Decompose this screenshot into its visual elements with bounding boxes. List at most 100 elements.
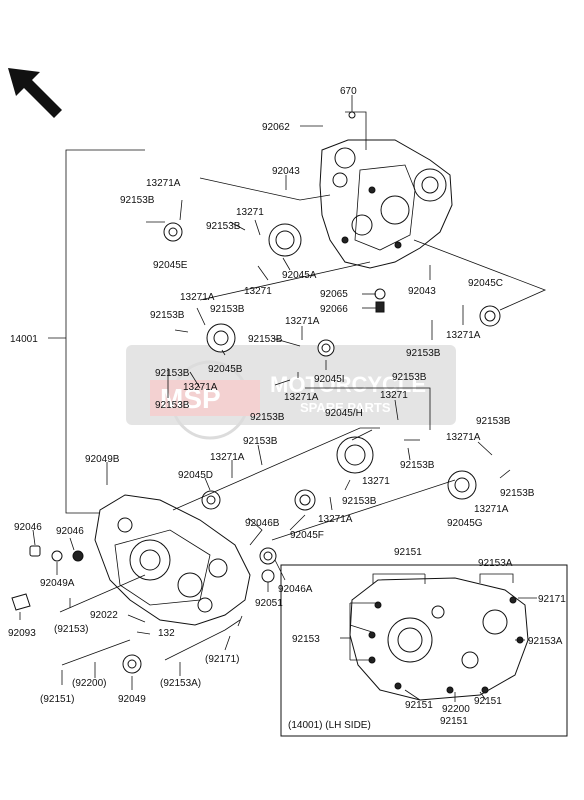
label-92049: 92049 [118, 694, 146, 705]
inset-lh-side: (14001) (LH SIDE) [280, 564, 568, 737]
bearing-92045I [317, 339, 335, 357]
label-92153B-k: 92153B [476, 416, 511, 427]
inset-caption: (14001) (LH SIDE) [288, 720, 371, 731]
label-13271A-j: 13271A [318, 514, 353, 525]
label-92046A: 92046A [278, 584, 313, 595]
label-92051: 92051 [255, 598, 283, 609]
label-92045I: 92045I [314, 374, 345, 385]
inset-label-92153A-b: 92153A [528, 636, 563, 647]
label-13271A-h: 13271A [474, 504, 509, 515]
seal-92051 [261, 569, 275, 583]
oring-670 [348, 111, 356, 119]
label-13271A-d: 13271A [285, 316, 320, 327]
inset-label-92151-b: 92151 [405, 700, 433, 711]
label-13271A-b: 13271A [446, 330, 481, 341]
label-13271A-f: 13271A [284, 392, 319, 403]
inset-label-92153: 92153 [292, 634, 320, 645]
bearing-92045B [206, 323, 236, 353]
bearing-92045D [201, 490, 221, 510]
bracket-14001 [48, 149, 145, 514]
inset-label-92151-d: 92151 [440, 716, 468, 727]
seal-92049 [122, 654, 142, 674]
bearing-92045H [336, 436, 374, 474]
label-92153B-n: 92153B [342, 496, 377, 507]
inset-leader-lines [340, 573, 537, 702]
label-92153B-c: 92153B [210, 304, 245, 315]
label-92153B-a: 92153B [120, 195, 155, 206]
plug-92046 [29, 545, 41, 557]
label-92045A: 92045A [282, 270, 317, 281]
watermark: MSP MOTORCYCLE SPARE PARTS [126, 345, 456, 440]
label-92153B-top: 92153B [392, 372, 427, 383]
label-92153B-j: 92153B [400, 460, 435, 471]
inset-label-92200: 92200 [442, 704, 470, 715]
label-92153B-h: 92153B [155, 400, 190, 411]
part-labels: 670 92062 92043 13271A 92153B 13271 9215… [8, 86, 535, 705]
label-13271A-a: 13271A [146, 178, 181, 189]
label-132: 132 [158, 628, 175, 639]
label-92200-paren: (92200) [72, 678, 106, 689]
bearing-92045F [294, 489, 316, 511]
label-13271A-g: 13271A [446, 432, 481, 443]
bearing-92045A [268, 223, 302, 257]
label-92153B-g: 92153B [155, 368, 190, 379]
label-13271-a: 13271 [236, 207, 264, 218]
label-92153-paren: (92153) [54, 624, 88, 635]
label-92093: 92093 [8, 628, 36, 639]
label-92045D: 92045D [178, 470, 213, 481]
label-92171-paren: (92171) [205, 654, 239, 665]
label-92153A-paren: (92153A) [160, 678, 201, 689]
label-92062: 92062 [262, 122, 290, 133]
inset-label-92171: 92171 [538, 594, 566, 605]
inset-label-92151-a: 92151 [394, 547, 422, 558]
bearing-92045G [447, 470, 477, 500]
label-92043-a: 92043 [272, 166, 300, 177]
washer-92065 [374, 288, 386, 300]
inset-labels: 92151 92153A 92171 92153 92153A 92151 92… [292, 547, 566, 727]
label-13271A-c: 13271A [180, 292, 215, 303]
label-92153B-f: 92153B [248, 334, 283, 345]
label-92066: 92066 [320, 304, 348, 315]
label-92153B-b: 92153B [206, 221, 241, 232]
label-92045C: 92045C [468, 278, 503, 289]
left-crankcase-half [94, 494, 251, 626]
label-92153B-l: 92153B [500, 488, 535, 499]
label-92153B-i: 92153B [250, 412, 285, 423]
label-92046B: 92046B [245, 518, 280, 529]
label-92049A: 92049A [40, 578, 75, 589]
label-92045E: 92045E [153, 260, 188, 271]
label-14001: 14001 [10, 334, 38, 345]
bearing-92045E [163, 222, 183, 242]
label-670: 670 [340, 86, 357, 97]
label-13271A-e: 13271A [183, 382, 218, 393]
watermark-subtext: SPARE PARTS [300, 400, 391, 415]
watermark-logo: MSP [160, 383, 221, 414]
label-92065: 92065 [320, 289, 348, 300]
right-crankcase-half [319, 139, 453, 269]
label-13271-c: 13271 [380, 390, 408, 401]
label-92151-paren: (92151) [40, 694, 74, 705]
label-92046-a: 92046 [14, 522, 42, 533]
label-13271-b: 13271 [244, 286, 272, 297]
cap-92093 [11, 593, 31, 611]
label-92046-b: 92046 [56, 526, 84, 537]
label-92045H: 92045/H [325, 408, 363, 419]
front-direction-arrow-icon [8, 68, 62, 118]
leader-lines [19, 95, 547, 690]
bolt-92066 [375, 301, 385, 313]
inset-label-92153A-a: 92153A [478, 558, 513, 569]
label-13271A-i: 13271A [210, 452, 245, 463]
label-92043-b: 92043 [408, 286, 436, 297]
label-92153B-d: 92153B [406, 348, 441, 359]
label-92045G: 92045G [447, 518, 483, 529]
label-92153B-m: 92153B [243, 436, 278, 447]
label-92045B: 92045B [208, 364, 243, 375]
label-92049B: 92049B [85, 454, 120, 465]
inset-label-92151-c: 92151 [474, 696, 502, 707]
washer-92049A [51, 550, 63, 562]
bearing-92045C [479, 305, 501, 327]
label-92045F: 92045F [290, 530, 324, 541]
label-92022: 92022 [90, 610, 118, 621]
